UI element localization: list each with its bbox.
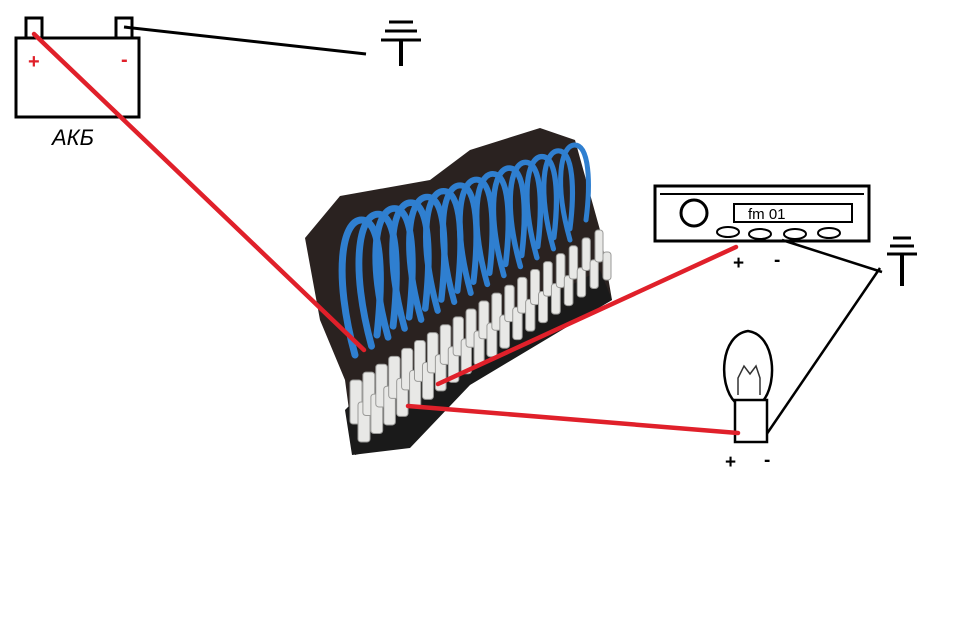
fuse-terminals (349, 229, 612, 443)
radio-minus-label: - (774, 250, 780, 271)
fuse-terminal (555, 253, 566, 289)
fuse-wire-loops (338, 142, 591, 359)
lamp-base (733, 398, 769, 444)
lamp-plus-label: + (725, 452, 736, 473)
fuse-wire-loop (541, 148, 575, 252)
fuse-terminal (478, 300, 490, 340)
fuse-terminal (589, 259, 599, 290)
lamp-positive-wire (405, 403, 741, 436)
lamp-bulb (723, 329, 774, 404)
fuse-wire-loop (473, 170, 512, 288)
fuse-terminal (542, 261, 553, 297)
car-radio: fm 01 + - (653, 184, 871, 274)
radio-ground-wire (781, 238, 883, 274)
battery-positive-wire (31, 31, 367, 353)
fuse-terminal (581, 237, 591, 272)
radio-button-1 (716, 226, 740, 238)
fuse-wire-loop (490, 165, 528, 279)
radio-positive-wire (435, 244, 739, 387)
fuse-terminal (491, 292, 503, 331)
radio-plus-label: + (733, 253, 744, 274)
battery-label: АКБ (50, 125, 94, 150)
fuse-terminal (504, 284, 515, 323)
radio-button-2 (748, 228, 772, 240)
radio-display-text: fm 01 (748, 206, 786, 223)
battery: + - АКБ (14, 16, 141, 150)
fuse-terminal (602, 251, 612, 281)
radio-button-4 (817, 227, 841, 239)
battery-body (14, 36, 141, 119)
ground-symbol-icon (887, 236, 917, 286)
battery-positive-terminal (24, 16, 44, 40)
fuse-block (305, 128, 612, 455)
ground-symbol-icon (381, 20, 421, 66)
fuse-terminal (517, 276, 528, 314)
lamp-ground-wire (762, 267, 882, 439)
fuse-terminal (563, 275, 574, 307)
radio-button-3 (783, 228, 807, 240)
fuse-terminal (568, 245, 579, 280)
lamp-minus-label: - (764, 450, 770, 471)
radio-display (733, 203, 853, 223)
lamp: + - (723, 329, 774, 473)
fuse-wire-loop (338, 216, 384, 359)
radio-knob-icon (679, 198, 709, 228)
fuse-wire-loop (507, 159, 544, 270)
fuse-terminal (594, 229, 604, 263)
fuse-wire-loop (558, 142, 591, 243)
fuse-terminal (550, 283, 561, 315)
battery-ground-wire (123, 25, 367, 56)
fuse-terminal (530, 268, 541, 306)
fuse-terminal (576, 267, 587, 298)
battery-plus-label: + (28, 51, 40, 73)
fuse-wire-loop (524, 153, 560, 261)
lamp-filament (737, 364, 761, 395)
battery-minus-label: - (121, 49, 128, 71)
